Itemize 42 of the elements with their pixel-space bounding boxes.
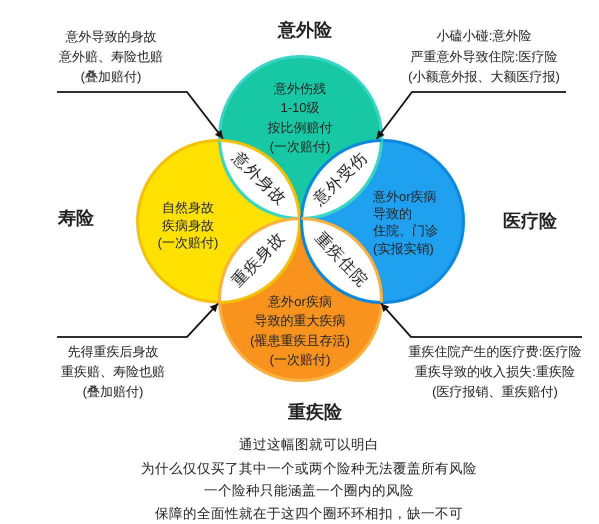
circle-text: (实报实销) <box>373 240 434 256</box>
circle-text: 住院、门诊 <box>373 224 438 240</box>
overlap-text: 重疾身故 <box>228 228 290 292</box>
circle-text: (一次赔付) <box>270 352 330 368</box>
circle-text: (罹患重疾且存活) <box>250 332 350 348</box>
callout-text: 意外赔、寿险也赔 <box>59 49 163 65</box>
note-text: 通过这幅图就可以明白 <box>239 436 379 454</box>
circle-text: (一次赔付) <box>158 236 218 252</box>
callout-text: 小磕小碰:意外险 <box>436 28 532 44</box>
circle-text: 1-10级 <box>280 100 320 116</box>
callout-text: (叠加赔付) <box>80 69 142 85</box>
circle-text: (一次赔付) <box>270 139 330 155</box>
leader-arrow <box>57 91 224 140</box>
callout-text: 意外导致的身故 <box>66 29 156 45</box>
callout-text: 重疾赔、寿险也赔 <box>61 364 165 380</box>
circle-text: 疾病身故 <box>162 218 214 234</box>
circle-text: 意外伤残 <box>274 81 326 97</box>
circle-text: 按比例赔付 <box>268 120 332 136</box>
leader-arrow <box>57 302 219 338</box>
overlap-text: 重疾住院 <box>310 228 372 292</box>
circle-title: 寿险 <box>58 208 94 230</box>
callout-text: 先得重疾后身故 <box>68 344 158 360</box>
circle-title: 重疾险 <box>288 402 342 424</box>
circle-title: 意外险 <box>278 20 332 42</box>
callout-text: (医疗报销、重疾赔付) <box>432 384 558 400</box>
callout-text: (叠加赔付) <box>82 384 144 400</box>
leader-arrow <box>380 302 582 338</box>
note-text: 一个险种只能涵盖一个圈内的风险 <box>204 482 414 500</box>
circle-text: 导致的 <box>373 206 412 222</box>
circle-title: 医疗险 <box>503 211 557 233</box>
circle-text: 导致的重大疾病 <box>254 314 346 330</box>
callout-text: 重疾住院产生的医疗费:医疗险 <box>408 344 582 360</box>
circle-text: 意外or疾病 <box>268 294 332 310</box>
callout-text: (小额意外报、大额医疗报) <box>408 69 560 85</box>
note-text: 为什么仅仅买了其中一个或两个险种无法覆盖所有风险 <box>141 460 477 478</box>
callout-text: 重疾导致的收入损失:重疾险 <box>415 364 575 380</box>
leader-arrow <box>376 91 566 140</box>
circle-text: 自然身故 <box>162 200 214 216</box>
callout-text: 严重意外导致住院:医疗险 <box>410 48 558 64</box>
overlap-lens <box>218 138 300 220</box>
circle-text: 意外or疾病 <box>373 189 437 205</box>
note-text: 保障的全面性就在于这四个圈环环相扣，缺一不可 <box>155 506 463 522</box>
